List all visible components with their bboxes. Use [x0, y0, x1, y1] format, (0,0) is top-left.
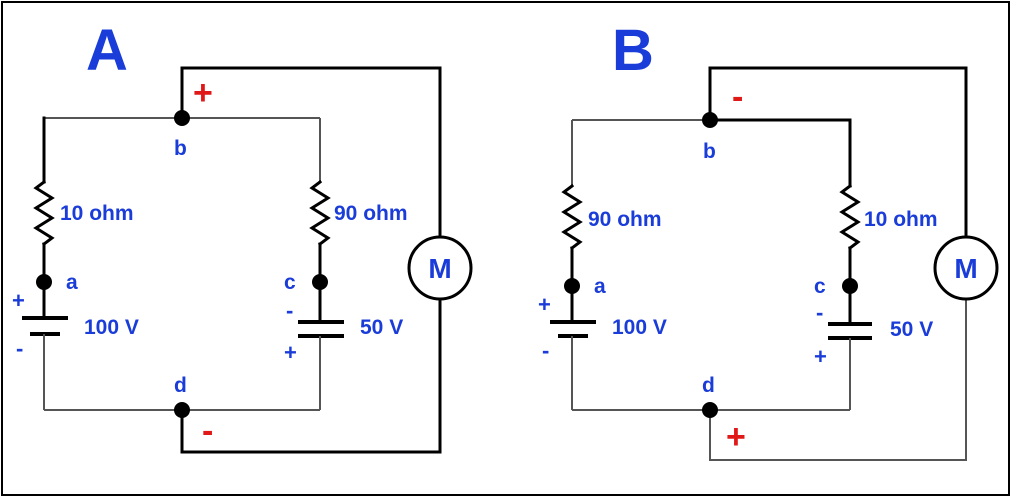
node-b-label: b — [174, 137, 187, 160]
battery-left-plus: + — [12, 288, 25, 313]
resistor-right — [839, 183, 861, 251]
node-a-label: a — [594, 275, 606, 298]
circuit-b-title: B — [612, 18, 654, 83]
battery-right-label: 50 V — [360, 316, 403, 339]
meter-wire-bottom — [180, 298, 442, 454]
battery-left-label: 100 V — [612, 316, 667, 339]
node-d-label: d — [702, 374, 715, 397]
resistor-right-label: 10 ohm — [864, 208, 938, 231]
resistor-right — [309, 179, 331, 247]
resistor-left-label: 10 ohm — [60, 202, 134, 225]
battery-left-label: 100 V — [84, 316, 139, 339]
battery-left-minus: - — [16, 336, 23, 361]
battery-left-plus: + — [538, 292, 551, 317]
node-a-label: a — [66, 271, 78, 294]
meter-circle — [407, 235, 473, 301]
node-b-label: b — [703, 140, 716, 163]
resistor-left — [561, 183, 583, 251]
node-d-dot — [174, 402, 190, 418]
meter-wire-bottom — [709, 300, 967, 461]
circuit-a-title: A — [86, 18, 128, 83]
node-a-dot — [36, 274, 52, 290]
meter-top-sign: - — [732, 78, 743, 116]
meter-wire-top — [708, 66, 968, 238]
resistor-left — [33, 179, 55, 247]
meter-top-sign: + — [193, 74, 213, 112]
meter-bottom-sign: + — [726, 418, 746, 456]
node-b-dot — [174, 110, 190, 126]
meter-label: M — [428, 253, 451, 284]
meter-bottom-sign: - — [202, 412, 213, 450]
node-a-dot — [564, 278, 580, 294]
node-c-label: c — [284, 271, 296, 294]
battery-right-minus: - — [816, 300, 823, 325]
battery-right-minus: - — [286, 298, 293, 323]
resistor-right-label: 90 ohm — [334, 202, 408, 225]
node-c-dot — [312, 274, 328, 290]
meter-label: M — [954, 253, 977, 284]
resistor-left-label: 90 ohm — [588, 208, 662, 231]
node-b-dot — [702, 112, 718, 128]
node-c-dot — [842, 278, 858, 294]
node-c-label: c — [814, 275, 826, 298]
node-d-dot — [702, 402, 718, 418]
circuit-a: A M b a c d 10 ohm 90 ohm 100 — [12, 18, 473, 454]
meter-wire-top — [180, 66, 442, 240]
meter-circle — [933, 235, 999, 301]
battery-right-label: 50 V — [890, 318, 933, 341]
node-d-label: d — [174, 374, 187, 397]
circuit-b: B M b a c d 90 ohm 10 ohm 100 — [538, 18, 999, 461]
battery-right-plus: + — [284, 340, 297, 365]
battery-right-plus: + — [814, 344, 827, 369]
battery-left-minus: - — [542, 338, 549, 363]
